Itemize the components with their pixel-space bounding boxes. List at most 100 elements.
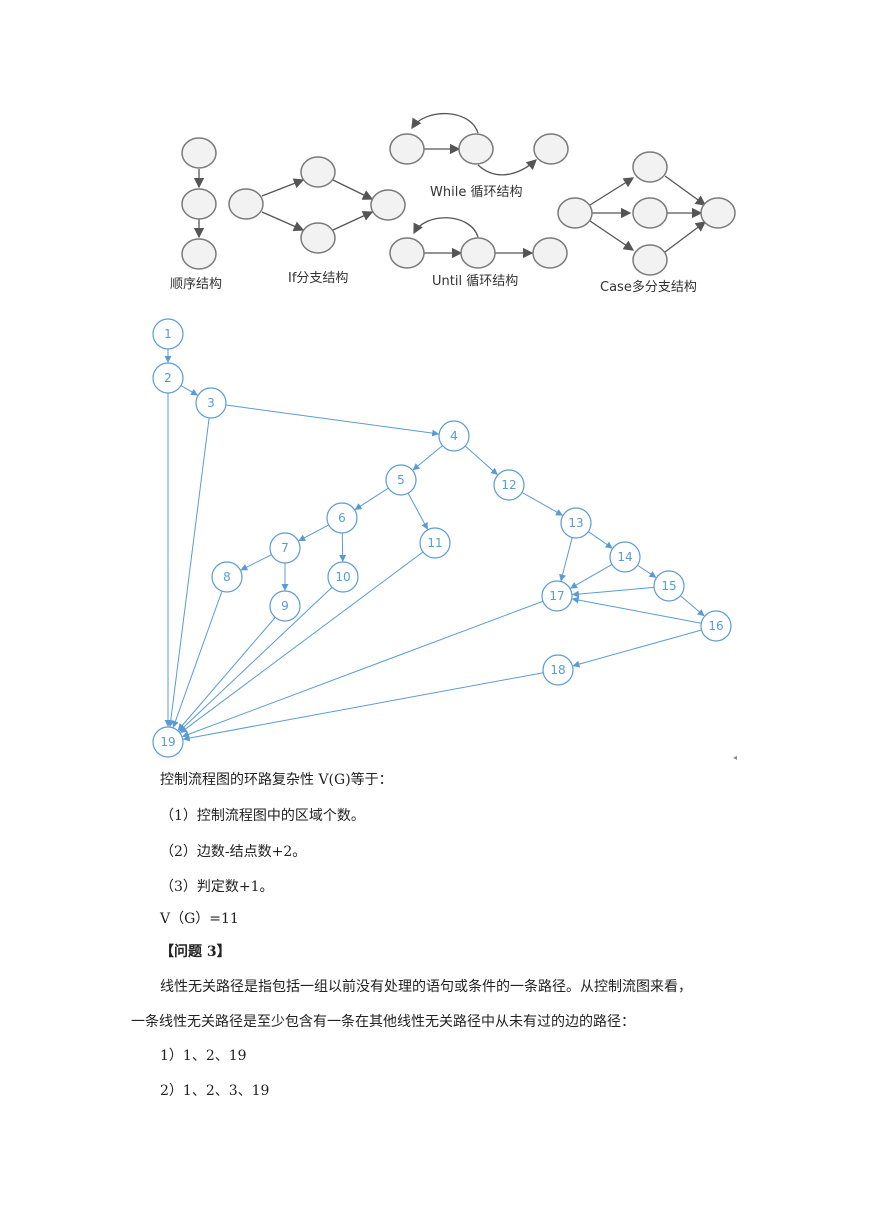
cfg-edge-16-17 <box>571 596 702 624</box>
cfg-node-circle <box>493 469 525 501</box>
cfg-node-circle <box>609 541 641 573</box>
paragraph-line-1: 线性无关路径是指包括一组以前没有处理的语句或条件的一条路径。从控制流图来看， <box>160 979 692 995</box>
cfg-node-label: 5 <box>397 473 405 487</box>
if-label: If分支结构 <box>288 271 348 286</box>
path-1: 1）1、2、19 <box>160 1048 247 1064</box>
cfg-node-circle <box>195 387 227 419</box>
cfg-node-14: 14 <box>609 541 641 573</box>
until-structure: Until 循环结构 <box>389 217 568 289</box>
cfg-edge-3-4 <box>225 404 440 437</box>
cfg-node-circle <box>269 590 301 622</box>
question-3-heading: 【问题 3】 <box>160 944 231 960</box>
cfg-edge-14-17 <box>570 564 613 589</box>
vg-item-3: （3）判定数+1。 <box>160 879 274 895</box>
cfg-node-label: 14 <box>617 550 632 564</box>
case-label: Case多分支结构 <box>600 279 697 295</box>
cfg-node-18: 18 <box>542 654 574 686</box>
cfg-node-label: 12 <box>501 478 516 492</box>
vg-item-1: （1）控制流程图中的区域个数。 <box>160 808 365 824</box>
while-structure: While 循环结构 <box>389 112 569 200</box>
vg-value: V（G）=11 <box>160 911 239 927</box>
cfg-node-label: 19 <box>160 735 175 749</box>
cfg-node-circle <box>326 502 358 534</box>
cfg-edge-8-19 <box>172 590 223 728</box>
cfg-node-8: 8 <box>211 561 243 593</box>
cfg-node-circle <box>419 527 451 559</box>
cfg-node-label: 8 <box>223 570 231 584</box>
cfg-edge-12-13 <box>521 491 563 516</box>
cfg-node-12: 12 <box>493 469 525 501</box>
cfg-node-circle <box>152 362 184 394</box>
cfg-node-label: 1 <box>164 327 172 341</box>
cfg-edge-11-19 <box>180 551 424 734</box>
cfg-node-3: 3 <box>195 387 227 419</box>
cfg-node-label: 18 <box>550 663 565 677</box>
cfg-node-15: 15 <box>653 570 685 602</box>
cfg-edge-5-11 <box>407 492 428 530</box>
cfg-edge-2-3 <box>180 385 199 396</box>
cfg-node-19: 19 <box>152 726 184 758</box>
cfg-node-circle <box>269 532 301 564</box>
cfg-edge-15-17 <box>571 586 655 598</box>
cfg-node-label: 2 <box>164 371 172 385</box>
cfg-edge-3-19 <box>167 417 210 728</box>
cfg-node-label: 16 <box>708 619 723 633</box>
cfg-edge-13-14 <box>588 531 613 549</box>
cfg-edge-17-19 <box>182 600 544 738</box>
cfg-node-label: 11 <box>427 536 442 550</box>
if-structure: If分支结构 <box>228 156 406 286</box>
stray-mark: ◂ <box>733 753 737 762</box>
cfg-node-10: 10 <box>327 561 359 593</box>
cfg-edge-5-6 <box>354 487 389 510</box>
cfg-edge-6-7 <box>298 524 329 542</box>
cfg-node-label: 17 <box>549 589 564 603</box>
cfg-node-circle <box>327 561 359 593</box>
cfg-node-circle <box>700 610 732 642</box>
cfg-node-circle <box>152 726 184 758</box>
cfg-node-13: 13 <box>560 507 592 539</box>
cfg-node-9: 9 <box>269 590 301 622</box>
cfg-node-2: 2 <box>152 362 184 394</box>
cfg-edge-15-16 <box>680 595 705 617</box>
vg-intro: 控制流程图的环路复杂性 V(G)等于： <box>160 772 393 788</box>
cfg-node-label: 13 <box>568 516 583 530</box>
case-structure: Case多分支结构 <box>557 151 736 295</box>
cfg-node-label: 9 <box>281 599 289 613</box>
cfg-edge-13-17 <box>559 537 573 582</box>
cfg-edge-14-15 <box>637 564 657 578</box>
cfg-node-11: 11 <box>419 527 451 559</box>
sequence-structure: 顺序结构 <box>170 137 222 292</box>
cfg-node-1: 1 <box>152 318 184 350</box>
cfg-node-16: 16 <box>700 610 732 642</box>
cfg-node-4: 4 <box>438 420 470 452</box>
cfg-edge-9-19 <box>177 617 276 731</box>
while-label: While 循环结构 <box>430 185 522 200</box>
cfg-edge-16-18 <box>572 629 702 668</box>
cfg-node-6: 6 <box>326 502 358 534</box>
until-label: Until 循环结构 <box>432 274 518 289</box>
cfg-node-circle <box>385 464 417 496</box>
cfg-node-label: 4 <box>450 429 458 443</box>
cfg-node-7: 7 <box>269 532 301 564</box>
cfg-node-circle <box>152 318 184 350</box>
vg-item-2: （2）边数-结点数+2。 <box>160 844 307 860</box>
cfg-edge-7-8 <box>240 554 272 571</box>
cfg-node-circle <box>438 420 470 452</box>
cfg-node-label: 3 <box>207 396 215 410</box>
cfg-node-label: 7 <box>281 541 289 555</box>
cfg-node-5: 5 <box>385 464 417 496</box>
cfg-node-17: 17 <box>541 580 573 612</box>
cfg-node-label: 6 <box>338 511 346 525</box>
cfg-node-label: 10 <box>335 570 350 584</box>
paragraph-line-2: 一条线性无关路径是至少包含有一条在其他线性无关路径中从未有过的边的路径： <box>131 1014 635 1030</box>
cfg-edge-4-5 <box>412 445 443 471</box>
cfg-edges <box>164 349 705 742</box>
cfg-edge-18-19 <box>182 672 544 742</box>
cfg-node-circle <box>653 570 685 602</box>
sequence-label: 顺序结构 <box>170 277 222 292</box>
cfg-node-circle <box>541 580 573 612</box>
cfg-edge-4-12 <box>464 445 498 476</box>
cfg-node-label: 15 <box>661 579 676 593</box>
